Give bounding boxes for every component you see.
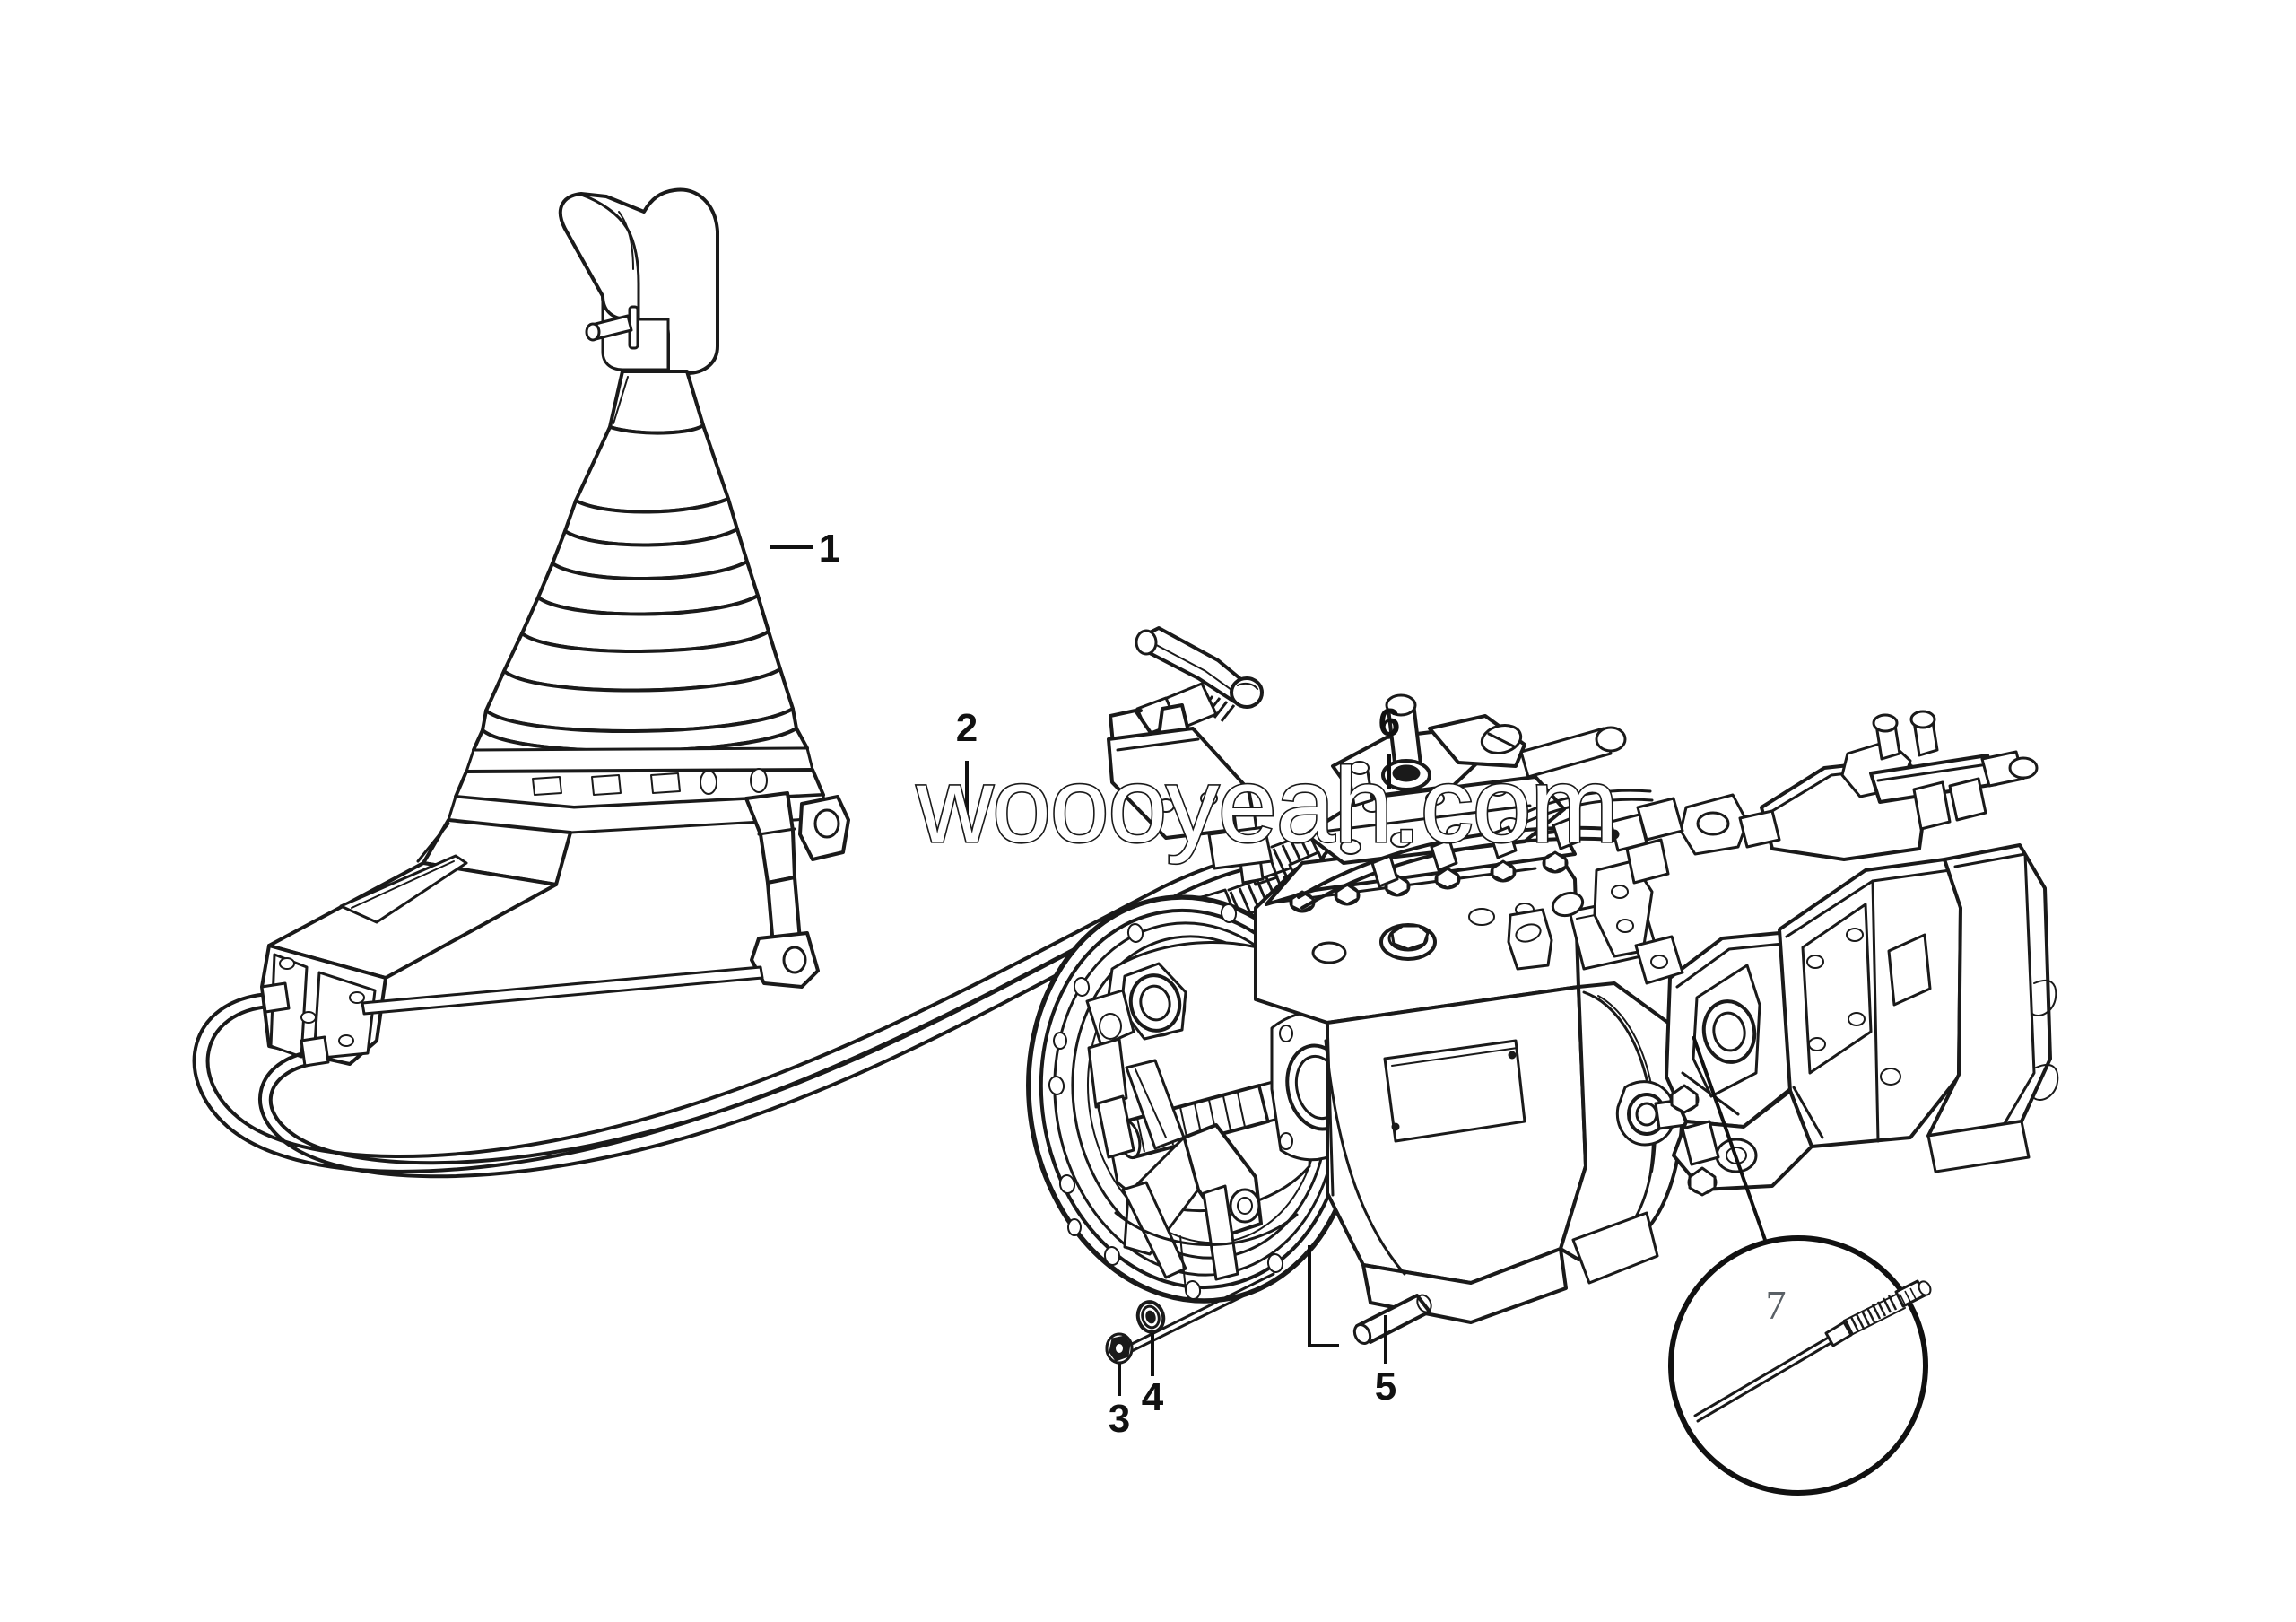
air-line-tubing	[1297, 789, 1656, 910]
leader-line-7-to-detail	[1692, 1035, 1767, 1241]
callout-leader-lines	[770, 545, 1778, 1396]
watermark-text: woooyeah.com	[916, 746, 1618, 865]
callout-number-2: 2	[956, 706, 978, 750]
transmission-assembly	[1026, 693, 2059, 1324]
detail-view-circle	[1668, 1235, 1932, 1496]
cable-anchor-bracket-transmission	[1107, 626, 1274, 885]
callout-number-4: 4	[1142, 1375, 1164, 1419]
flat-washer-item-4	[1135, 1300, 1166, 1334]
callout-number-6: 6	[1378, 701, 1400, 745]
callout-number-7: 7	[1766, 1282, 1787, 1328]
callout-number-3: 3	[1109, 1397, 1130, 1441]
transmission-main-case	[1254, 829, 1700, 1324]
leader-line-5-bracket	[1308, 1245, 1339, 1347]
upper-shift-linkage	[1593, 838, 1684, 985]
callout-number-5: 5	[1375, 1365, 1396, 1408]
dowel-pin-item-5	[1352, 1294, 1432, 1345]
detail-cable	[1693, 1279, 1932, 1423]
callout-number-1: 1	[819, 527, 840, 571]
hex-nut-item-3	[1105, 1332, 1134, 1365]
range-box-and-pto	[1609, 710, 2059, 1197]
